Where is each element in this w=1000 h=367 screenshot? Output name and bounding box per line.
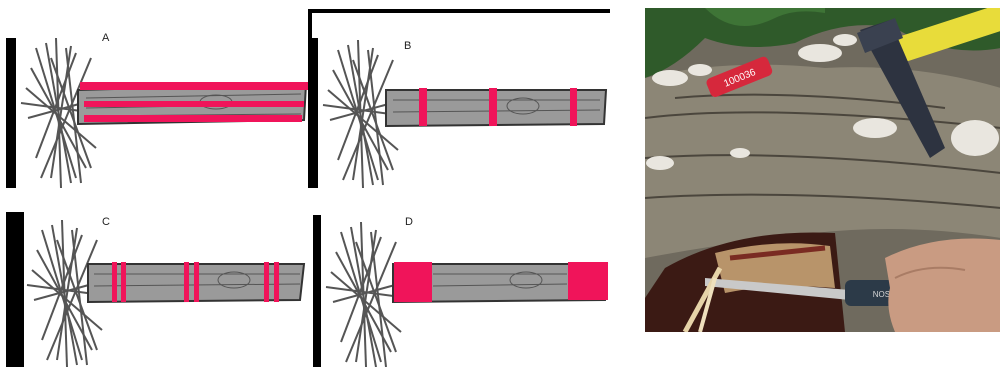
frame-bar-d-side: [313, 215, 321, 367]
marking-ring: [112, 262, 117, 302]
marking-stripe: [84, 101, 304, 107]
marking-ring: [419, 88, 427, 126]
frame-bar-b-top: [308, 9, 610, 13]
panel-d: D: [321, 212, 611, 367]
marking-ring: [274, 262, 279, 302]
marking-ring: [264, 262, 269, 302]
log-photo-illustration: 100036 NOSCE: [645, 8, 1000, 332]
panel-c: C: [22, 210, 312, 367]
panel-a: A: [16, 28, 308, 188]
marking-ring: [489, 88, 497, 126]
bark: [645, 65, 1000, 258]
marking-ring: [121, 262, 126, 302]
marking-end-block: [394, 262, 432, 302]
frame-bar-b-left: [308, 9, 312, 39]
stick-bundle-diagram: [22, 210, 312, 367]
fungus: [652, 70, 688, 86]
marking-stripe: [80, 82, 308, 90]
marking-ring: [570, 88, 577, 126]
marking-ring: [184, 262, 189, 302]
panel-b: B: [318, 30, 610, 188]
frame-bar-b-side: [308, 38, 318, 188]
marking-stripe: [84, 115, 302, 122]
marking-ring: [194, 262, 199, 302]
hand: [885, 238, 1000, 332]
stick-bundle-diagram: [321, 212, 611, 367]
stick-bundle-diagram: [318, 30, 610, 188]
marking-end-block: [568, 262, 608, 300]
stick-bundle-diagram: [16, 28, 308, 188]
frame-bar-left-top: [6, 38, 16, 188]
field-photo: 100036 NOSCE: [645, 8, 1000, 332]
